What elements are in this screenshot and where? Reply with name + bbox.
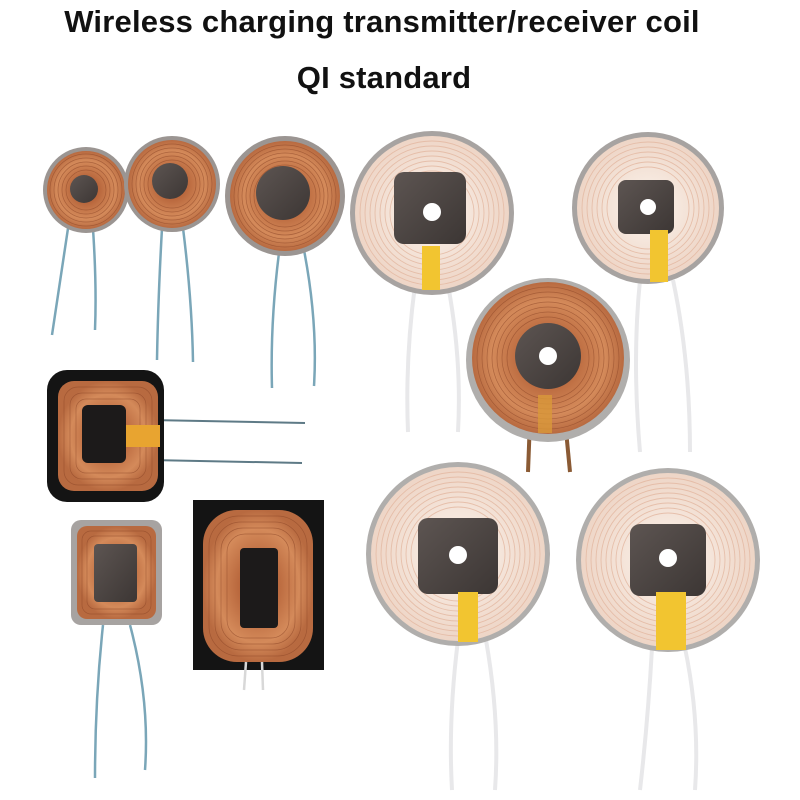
small-copper-round-coil <box>43 147 129 336</box>
white-round-coil-bottom-left <box>366 462 550 791</box>
copper-round-coil-center <box>466 278 630 473</box>
medium-copper-round-coil <box>124 136 220 363</box>
rectangular-coil-on-black-sheet <box>193 500 324 691</box>
rectangular-coil-on-black-pad <box>47 370 306 502</box>
page-subtitle: QI standard <box>296 60 472 95</box>
white-round-coil-bottom-right <box>576 468 760 791</box>
large-copper-round-coil <box>225 136 345 389</box>
white-round-coil-top-right <box>572 132 724 453</box>
small-rectangular-coil <box>71 520 162 779</box>
page-title: Wireless charging transmitter/receiver c… <box>64 4 700 39</box>
white-round-coil-top-left <box>350 131 514 433</box>
